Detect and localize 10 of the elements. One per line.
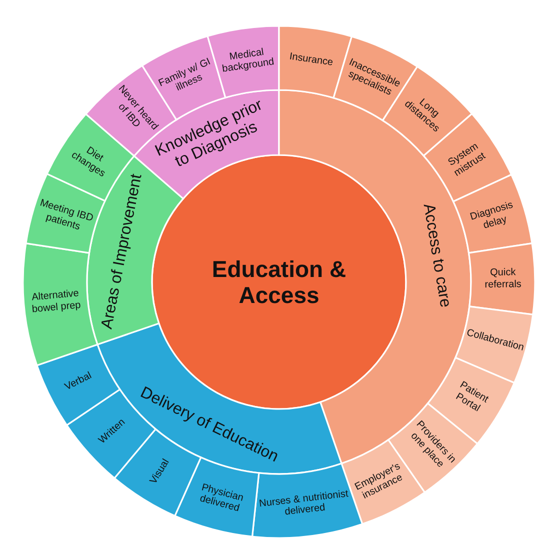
center-title: Education & Access bbox=[210, 256, 348, 308]
subcategory-label: Quick referrals bbox=[484, 267, 522, 292]
subcategory-label: Nurses & nutritionist delivered bbox=[258, 488, 350, 520]
subcategory-label: Medical background bbox=[220, 45, 276, 76]
subcategory-label: Insurance bbox=[288, 51, 334, 70]
sunburst-segment bbox=[468, 242, 536, 316]
category-label: Access to care bbox=[418, 202, 454, 309]
subcategory-label: Family w/ GI illness bbox=[156, 55, 214, 96]
subcategory-label: Alternative bowel prep bbox=[30, 288, 82, 316]
sunburst-segment bbox=[22, 242, 98, 366]
